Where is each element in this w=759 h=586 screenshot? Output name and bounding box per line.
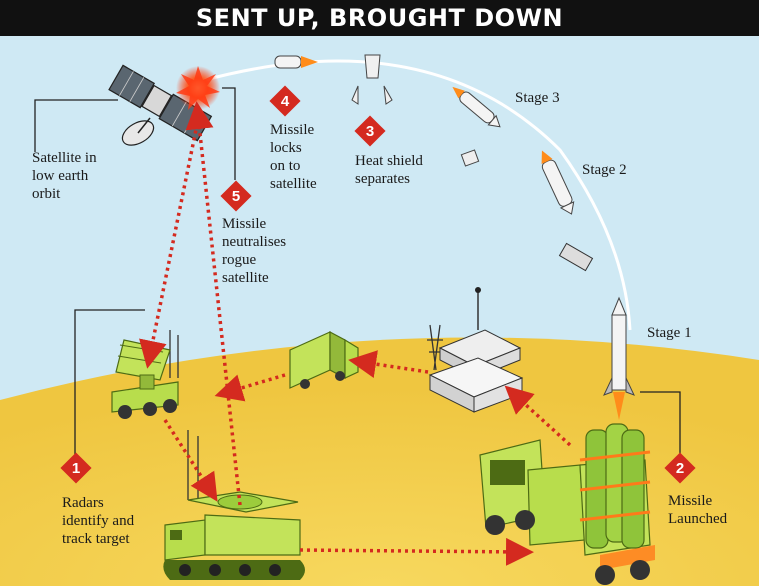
launcher-truck-icon	[479, 423, 655, 585]
step3-label-line2: separates	[355, 171, 410, 187]
spent-booster-icon	[558, 242, 594, 272]
warhead-icon	[274, 55, 318, 69]
title-bar: SENT UP, BROUGHT DOWN	[0, 0, 759, 36]
satellite-label: Satellite in low earth orbit	[32, 150, 97, 202]
step2-label: Missile Launched	[668, 493, 728, 527]
step4-label: Missile locks on to satellite	[270, 122, 317, 192]
step3-label-line1: Heat shield	[355, 153, 423, 169]
step5-label: Missile neutralises rogue satellite	[222, 216, 286, 286]
satellite-label-line2: low earth	[32, 168, 89, 184]
arrow-vehicle-to-satellite	[185, 101, 242, 506]
stage3-missile-icon	[452, 86, 501, 128]
stage2-label: Stage 2	[582, 162, 627, 178]
stage2-missile-icon	[541, 150, 575, 215]
arrow-launcher-to-station	[504, 385, 572, 447]
step1-label: Radars identify and track target	[62, 495, 135, 547]
satellite-leader-line	[34, 99, 118, 152]
explosion-burst-icon	[176, 66, 220, 110]
step-4-number: 4	[281, 93, 290, 110]
step-5-number: 5	[232, 188, 240, 205]
step-badge-1	[60, 452, 92, 484]
stage1-label: Stage 1	[647, 325, 692, 341]
step5-label-line4: satellite	[222, 270, 269, 286]
separated-stage-icon	[460, 149, 480, 167]
trajectory-arc	[204, 59, 632, 331]
step5-label-line2: neutralises	[222, 234, 286, 250]
radar-station-icon	[427, 287, 524, 413]
step-2-number: 2	[676, 460, 684, 477]
step-badge-5	[220, 180, 252, 212]
step-3-number: 3	[366, 123, 374, 140]
step5-label-line3: rogue	[222, 252, 256, 268]
arrow-van-to-radar	[214, 373, 286, 402]
step-1-number: 1	[72, 460, 80, 477]
step-badge-4	[269, 85, 301, 117]
step1-label-line2: identify and	[62, 513, 135, 529]
satellite-label-line3: orbit	[32, 186, 61, 202]
satellite-label-line1: Satellite in	[32, 150, 97, 166]
step2-label-line2: Launched	[668, 511, 728, 527]
stage3-label: Stage 3	[515, 90, 560, 106]
arrow-vehicle-to-launcher	[299, 537, 534, 566]
stage1-missile-icon	[603, 296, 635, 420]
step5-leader-line	[222, 87, 236, 180]
step1-label-line3: track target	[62, 531, 130, 547]
step1-leader-line	[74, 309, 145, 455]
data-flow-arrows	[139, 101, 572, 566]
step5-label-line1: Missile	[222, 216, 267, 232]
step2-leader-line	[640, 391, 681, 455]
step4-label-line3: on to	[270, 158, 300, 174]
page-title: SENT UP, BROUGHT DOWN	[195, 4, 564, 32]
step1-label-line1: Radars	[62, 495, 104, 511]
step4-label-line1: Missile	[270, 122, 315, 138]
step4-label-line2: locks	[270, 140, 302, 156]
step2-label-line1: Missile	[668, 493, 713, 509]
diagram-scene: 5 4 3 1 2 Satellite in low earth orbit M…	[0, 36, 759, 586]
heat-shield-icon	[351, 54, 393, 105]
step3-label: Heat shield separates	[355, 153, 423, 187]
step-badge-3	[354, 115, 386, 147]
step4-label-line4: satellite	[270, 176, 317, 192]
